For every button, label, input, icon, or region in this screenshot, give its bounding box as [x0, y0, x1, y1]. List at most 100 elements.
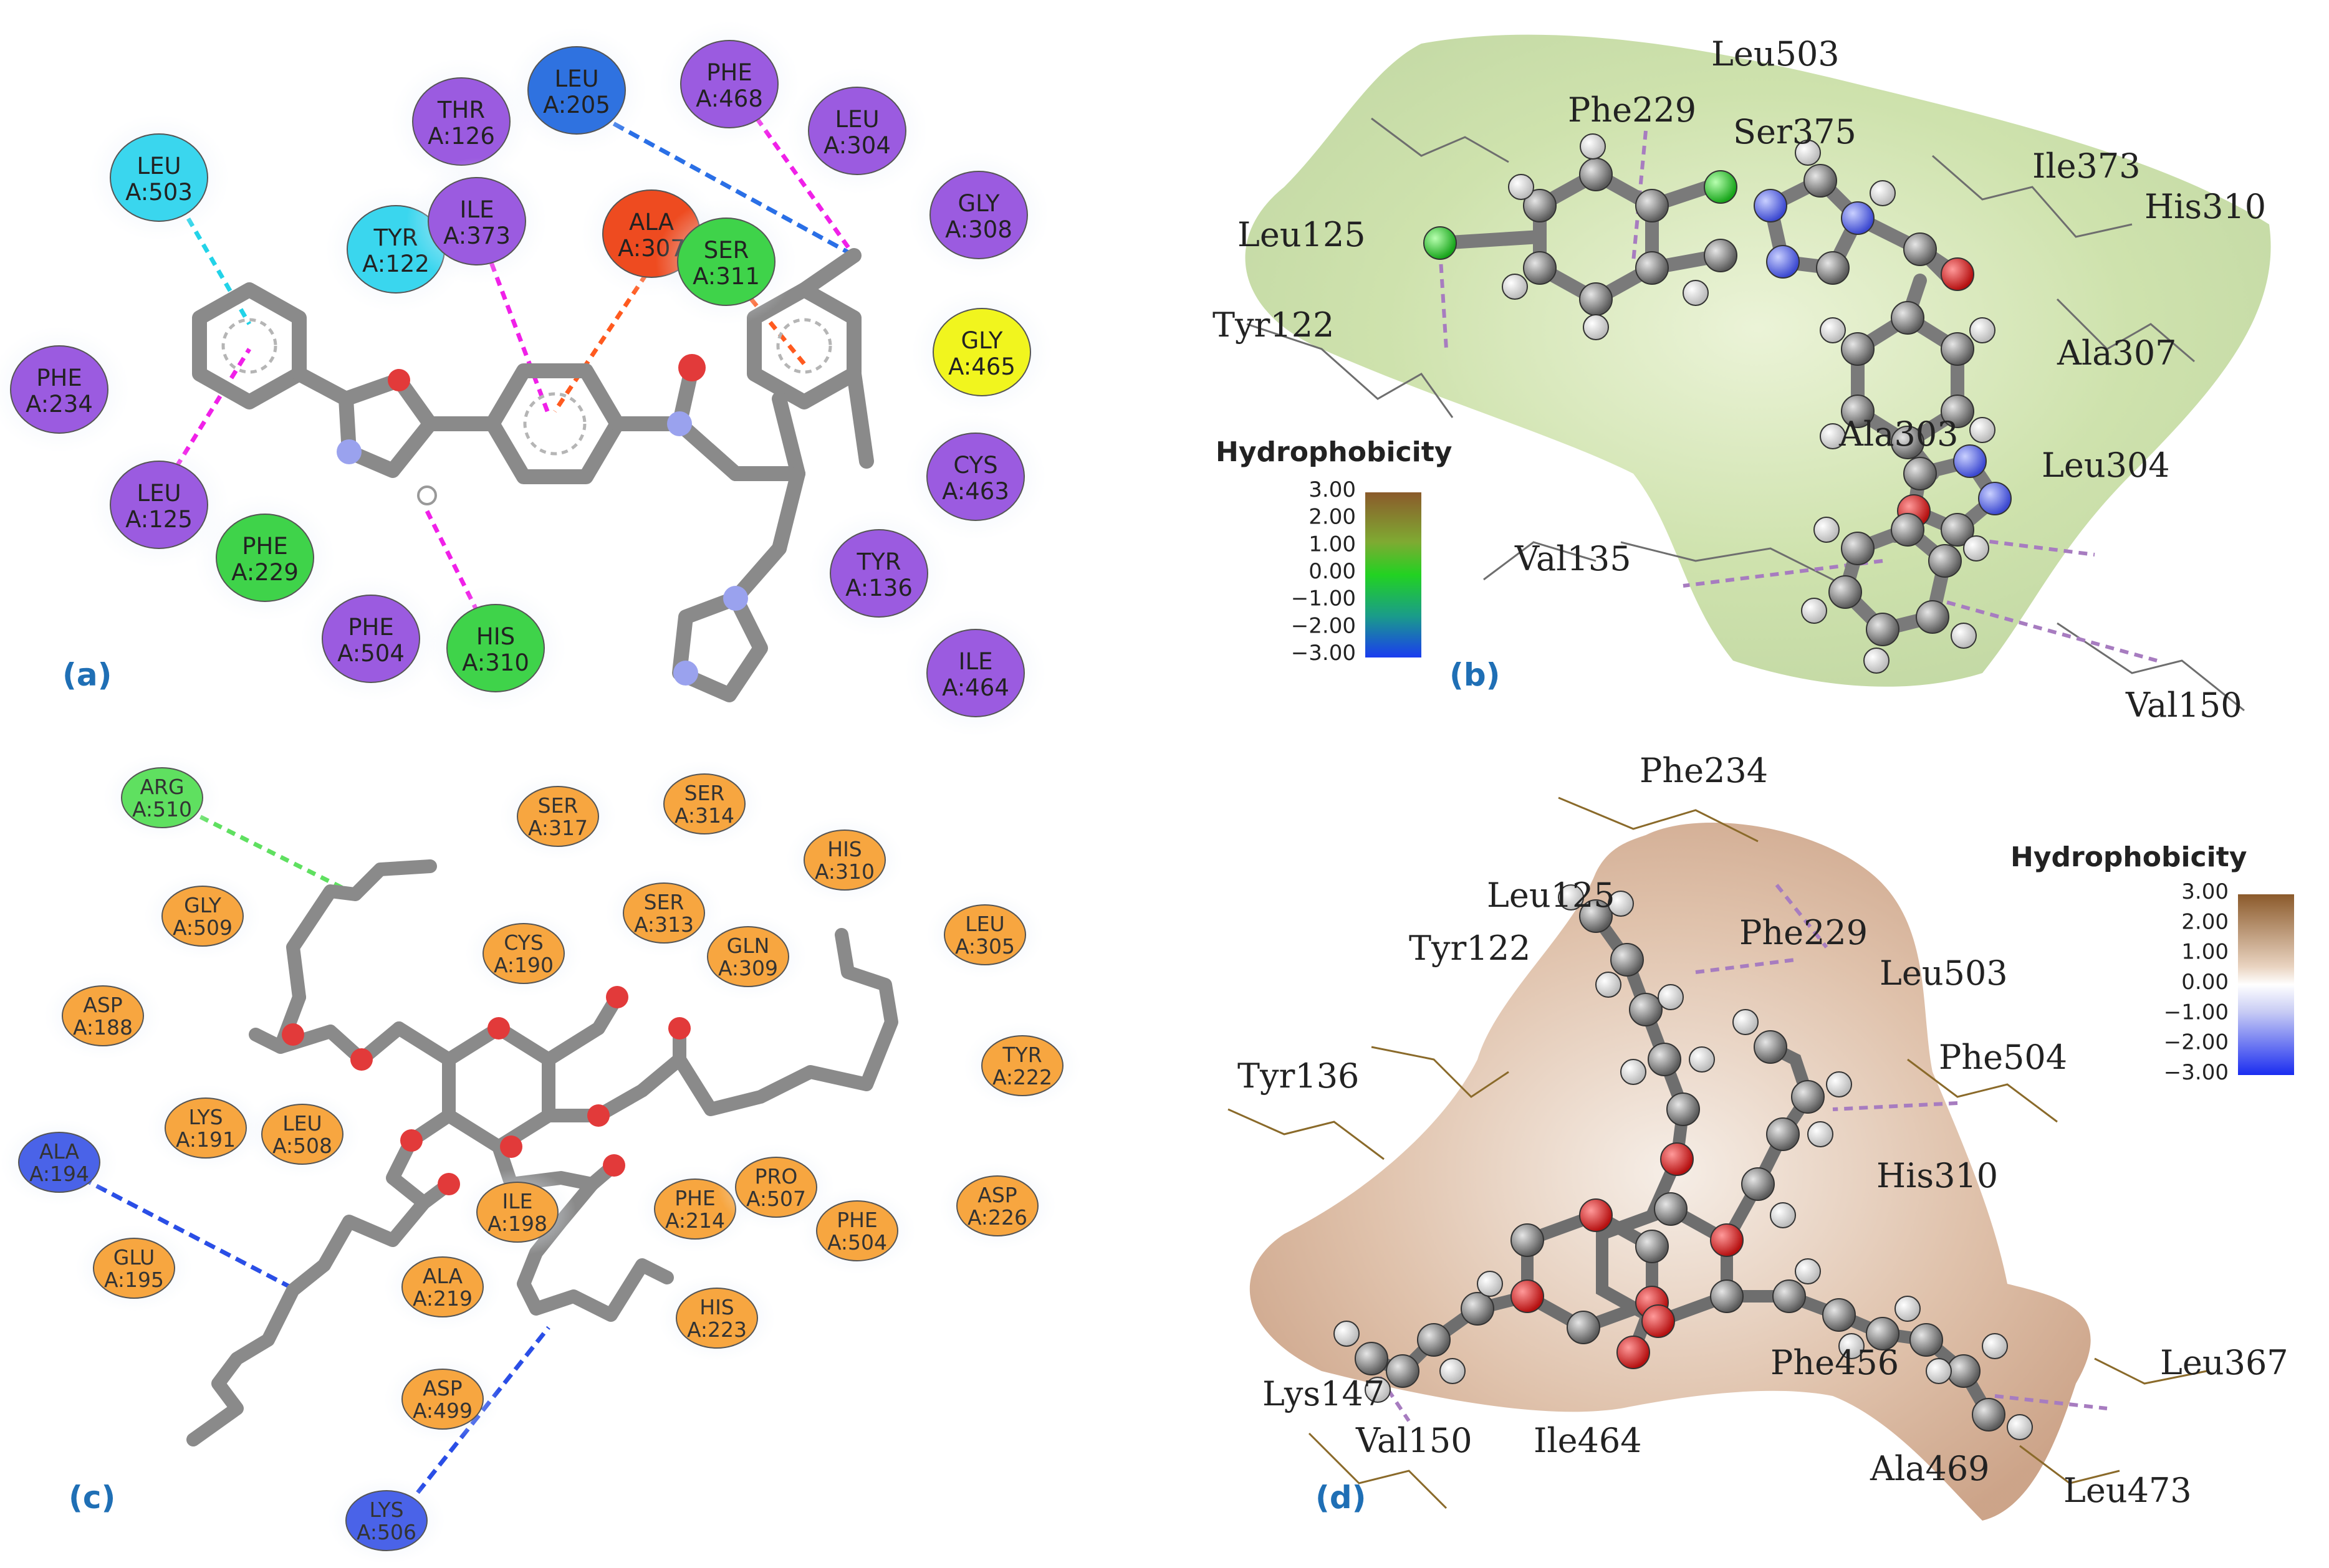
residue-name: CYS — [504, 930, 544, 955]
residue-name: LEU — [137, 153, 181, 179]
residue-circle — [428, 177, 526, 265]
residue-circle — [944, 904, 1026, 965]
protein-surface — [1245, 34, 2271, 687]
atom-n — [1766, 245, 1800, 279]
residue-name: PHE — [706, 59, 752, 86]
label-leu125: Leu125 — [1487, 876, 1615, 915]
residue-chain: A:508 — [272, 1134, 332, 1158]
residue-name: GLY — [184, 893, 222, 917]
residue-name: PRO — [755, 1164, 798, 1188]
atom-h — [1502, 274, 1528, 300]
residue-circle — [677, 218, 776, 306]
residue-circle — [830, 529, 928, 618]
atom-c — [1648, 1043, 1681, 1076]
residue-circle — [345, 1490, 428, 1551]
atom-h — [1770, 1202, 1796, 1228]
residue-chain: A:125 — [125, 506, 193, 533]
panel-b-letter: (b) — [1449, 657, 1501, 693]
label-his310: His310 — [1876, 1156, 1998, 1195]
atom-c — [1891, 301, 1924, 335]
residue-name: LEU — [137, 480, 181, 507]
label-ala307: Ala307 — [2057, 333, 2177, 373]
atom-h — [1951, 623, 1977, 649]
label-tyr136: Tyr136 — [1237, 1056, 1359, 1096]
atom-c — [1666, 1092, 1700, 1126]
panel-a-letter: (a) — [62, 657, 112, 693]
atom-c — [1816, 251, 1850, 285]
atom-c — [1903, 457, 1937, 490]
atom-h — [1894, 1296, 1921, 1322]
residue-name: ILE — [502, 1189, 533, 1213]
atom-cl — [1423, 226, 1457, 260]
residue-name: PHE — [36, 365, 82, 391]
atom-h — [1365, 1377, 1391, 1403]
legend-title: Hydrophobicity — [1216, 436, 1452, 468]
residue-name: PHE — [242, 533, 288, 560]
legend-tick-label: 1.00 — [2181, 940, 2229, 965]
residue-circle — [926, 433, 1025, 521]
residue-name: ARG — [140, 775, 184, 799]
residue-chain: A:222 — [992, 1065, 1052, 1089]
atom-c — [1579, 899, 1613, 933]
panel-b-labels: Leu503 Phe229 Ser375 Ile373 His310 Leu12… — [1213, 34, 2266, 725]
residue-chain: A:136 — [845, 575, 913, 601]
residue-circle — [401, 1369, 484, 1430]
atom-h — [1926, 1358, 1952, 1384]
residue-name: GLY — [958, 190, 1000, 217]
panel-a-interactions — [166, 104, 856, 624]
residue-circle — [956, 1175, 1039, 1236]
residue-chain: A:304 — [824, 132, 891, 159]
residue-circle — [680, 40, 779, 128]
residue-name: THR — [437, 97, 485, 123]
residue-chain: A:507 — [746, 1187, 806, 1211]
residue-chain: A:373 — [443, 222, 511, 249]
atom-c — [1828, 575, 1862, 609]
residue-chain: A:504 — [337, 640, 405, 667]
atom-c — [1841, 332, 1875, 366]
residue-name: SER — [538, 793, 579, 818]
residue-chain: A:205 — [543, 92, 610, 118]
legend-tick-label: 3.00 — [1309, 477, 1356, 502]
label-leu503: Leu503 — [1880, 954, 2008, 993]
residue-chain: A:195 — [104, 1268, 164, 1292]
legend-tick-label: −2.00 — [1291, 613, 1356, 638]
label-lys147: Lys147 — [1262, 1374, 1385, 1413]
pi-line — [166, 348, 251, 481]
residue-name: CYS — [953, 452, 997, 479]
atom-h — [1658, 984, 1684, 1010]
atom-c — [1635, 251, 1669, 285]
residue-name: HIS — [476, 623, 515, 650]
residue-chain: A:314 — [675, 803, 734, 828]
legend-tick-label: 0.00 — [2181, 970, 2229, 995]
residue-circle — [10, 345, 108, 434]
residue-circle — [121, 767, 203, 828]
residue-circle — [676, 1288, 758, 1349]
atom-c — [1579, 158, 1613, 191]
residue-chain: A:509 — [173, 915, 233, 940]
label-leu367: Leu367 — [2160, 1343, 2288, 1382]
panel-b-ligand — [1423, 133, 2012, 674]
atom-c — [1635, 1230, 1669, 1263]
atom-h — [1982, 1333, 2008, 1359]
label-val150: Val150 — [2125, 686, 2242, 725]
atom-h — [1477, 1271, 1503, 1297]
residue-circle — [483, 923, 565, 984]
atom-o — [1616, 1336, 1650, 1369]
panel-a: LEUA:503THRA:126LEUA:205PHEA:468LEUA:304… — [0, 21, 1053, 737]
label-tyr122: Tyr122 — [1409, 929, 1530, 968]
atom-c — [1523, 189, 1557, 222]
